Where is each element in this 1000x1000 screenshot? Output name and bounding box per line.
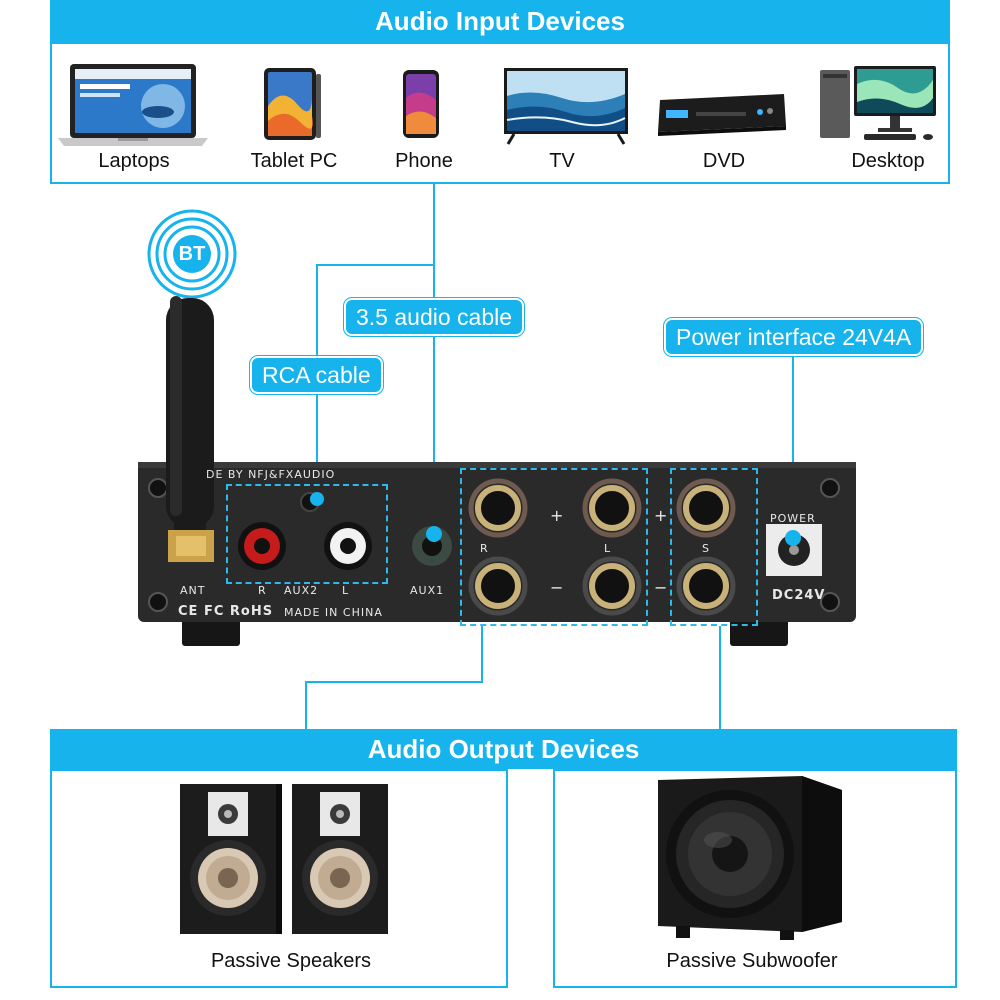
certification-marks: CE FC RoHS	[178, 604, 274, 619]
aux2-r-label: R	[258, 584, 267, 597]
subwoofer-terminals-box	[670, 468, 758, 626]
rca-cable-tag: RCA cable	[250, 356, 383, 394]
aux1-label: AUX1	[410, 584, 445, 597]
device-label-phone: Phone	[395, 150, 453, 172]
speaker-line-to-panel	[305, 681, 307, 729]
power-label: POWER	[770, 512, 816, 525]
main-speaker-terminals-box	[460, 468, 648, 626]
power-connection-dot	[785, 530, 801, 546]
terminal-s-label: S	[702, 542, 710, 555]
terminal-r-label: R	[480, 542, 489, 555]
output-panel-title: Audio Output Devices	[50, 729, 957, 769]
input-panel	[50, 42, 950, 184]
rca-connection-dot	[310, 492, 324, 506]
device-label-desktop: Desktop	[851, 150, 925, 172]
speaker-line-horizontal	[305, 681, 483, 683]
device-label-passive-speakers: Passive Speakers	[210, 950, 372, 972]
aux1-connection-dot	[426, 526, 442, 542]
bluetooth-signal-icon	[147, 209, 237, 299]
power-interface-tag: Power interface 24V4A	[664, 318, 924, 356]
aux2-label: AUX2	[284, 584, 319, 597]
ant-label: ANT	[180, 584, 206, 597]
input-panel-title: Audio Input Devices	[50, 0, 950, 42]
plus-sign-main: +	[550, 506, 565, 525]
device-label-tv: TV	[549, 150, 575, 172]
minus-sign-main: −	[550, 578, 565, 597]
tv-icon	[504, 68, 628, 145]
device-label-laptops: Laptops	[98, 150, 170, 172]
bookshelf-speakers-icon	[180, 784, 388, 934]
phone-icon	[403, 70, 439, 138]
laptop-icon	[58, 64, 208, 146]
input-trunk-line	[433, 184, 435, 532]
desktop-computer-icon	[820, 66, 936, 140]
dc24v-label: DC24V	[772, 588, 826, 603]
speaker-line-down	[481, 626, 483, 682]
minus-sign-sub: −	[654, 578, 669, 597]
power-line	[792, 352, 794, 538]
audio-cable-tag: 3.5 audio cable	[344, 298, 525, 336]
device-label-passive-subwoofer: Passive Subwoofer	[666, 950, 838, 972]
amp-brand-text: DE BY NFJ&FXAUDIO	[206, 468, 336, 481]
aux2-l-label: L	[342, 584, 350, 597]
bt-label: BT	[178, 243, 206, 265]
made-in-label: MADE IN CHINA	[284, 606, 383, 619]
aux2-highlight-box	[226, 484, 388, 584]
plus-sign-sub: +	[654, 506, 669, 525]
device-label-dvd: DVD	[702, 150, 746, 172]
dvd-player-icon	[658, 94, 786, 136]
subwoofer-line	[719, 626, 721, 729]
rca-horizontal-line	[316, 264, 435, 266]
subwoofer-icon	[658, 776, 842, 940]
tablet-icon	[264, 68, 321, 140]
device-label-tablet: Tablet PC	[250, 150, 338, 172]
terminal-l-label: L	[604, 542, 612, 555]
